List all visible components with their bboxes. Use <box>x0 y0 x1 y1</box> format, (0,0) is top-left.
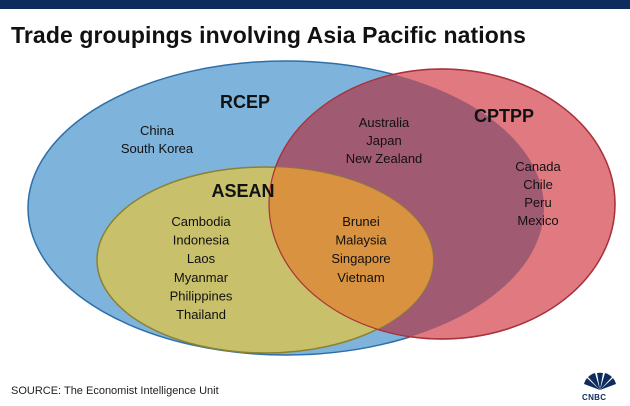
member-cptpp-1: Chile <box>523 177 553 192</box>
member-asean-5: Thailand <box>176 307 226 322</box>
logo-wordmark: CNBC <box>582 393 607 402</box>
cptpp-outline <box>268 68 616 340</box>
cptpp-label: CPTPP <box>474 106 534 126</box>
member-all-three-0: Brunei <box>342 214 380 229</box>
header-bar <box>0 0 630 9</box>
member-all-three-3: Vietnam <box>337 270 384 285</box>
peacock-logo-icon <box>584 372 616 390</box>
asean-cptpp-overlap <box>269 167 433 339</box>
member-asean-1: Indonesia <box>173 233 230 248</box>
page-title: Trade groupings involving Asia Pacific n… <box>11 22 526 48</box>
member-rcep-cptpp-2: New Zealand <box>346 151 423 166</box>
member-asean-0: Cambodia <box>171 214 231 229</box>
member-rcep-1: South Korea <box>121 141 194 156</box>
member-asean-4: Philippines <box>170 288 233 303</box>
member-asean-2: Laos <box>187 251 216 266</box>
member-all-three-1: Malaysia <box>335 233 387 248</box>
rcep-label: RCEP <box>220 92 270 112</box>
member-asean-3: Myanmar <box>174 270 229 285</box>
member-all-three-2: Singapore <box>331 251 390 266</box>
member-cptpp-0: Canada <box>515 159 561 174</box>
asean-label: ASEAN <box>211 181 274 201</box>
member-cptpp-2: Peru <box>524 195 551 210</box>
source-note: SOURCE: The Economist Intelligence Unit <box>11 385 219 397</box>
member-rcep-cptpp-0: Australia <box>359 115 410 130</box>
member-cptpp-3: Mexico <box>517 213 558 228</box>
member-rcep-0: China <box>140 123 175 138</box>
member-rcep-cptpp-1: Japan <box>366 133 401 148</box>
